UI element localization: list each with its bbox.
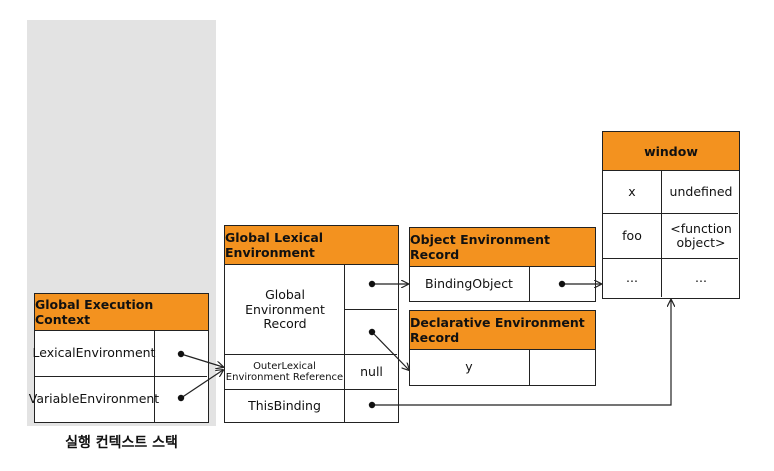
variable-environment-label: VariableEnvironment [28,391,160,407]
outer-lexical-environment-reference-label: OuterLexical Environment Reference [225,360,344,384]
window-value-more: ... [695,269,707,285]
global-lexical-environment: Global Lexical Environment Global Enviro… [224,225,399,423]
declarative-environment-record: Declarative Environment Record y [409,310,596,386]
stack-caption: 실행 컨텍스트 스택 [65,435,178,451]
window-key-foo: foo [622,227,642,243]
global-execution-context: Global Execution Context LexicalEnvironm… [28,293,209,423]
global-lexical-environment-title: Global Lexical Environment [225,226,398,265]
gle-divider [344,264,345,422]
der-divider [529,349,530,385]
window-key-x: x [628,183,636,199]
global-environment-record-label: Global Environment Record [245,287,325,332]
gle-row-divider-1 [225,354,397,355]
global-execution-context-title: Global Execution Context [35,294,208,331]
object-environment-record: Object Environment Record BindingObject [409,227,596,302]
window-row-divider-2 [603,258,738,259]
window-key-more: ... [626,269,638,285]
window-divider [661,170,662,297]
gec-row-divider [35,376,207,377]
this-binding-label: ThisBinding [248,397,321,413]
object-environment-record-title: Object Environment Record [410,228,595,267]
window-value-foo: <function object> [670,220,732,250]
oer-divider [529,266,530,301]
gle-row-divider-2 [225,389,397,390]
lexical-environment-label: LexicalEnvironment [32,345,156,361]
window-title: window [603,132,739,171]
gec-divider [154,331,155,423]
declarative-environment-record-title: Declarative Environment Record [410,311,595,350]
window-value-x: undefined [669,183,733,199]
window-row-divider-1 [603,213,738,214]
window-object: window x undefined foo <function object>… [602,131,740,299]
binding-object-label: BindingObject [425,275,513,291]
gle-record-split [344,309,397,310]
outer-reference-value: null [360,363,383,379]
declarative-y-label: y [465,359,473,375]
